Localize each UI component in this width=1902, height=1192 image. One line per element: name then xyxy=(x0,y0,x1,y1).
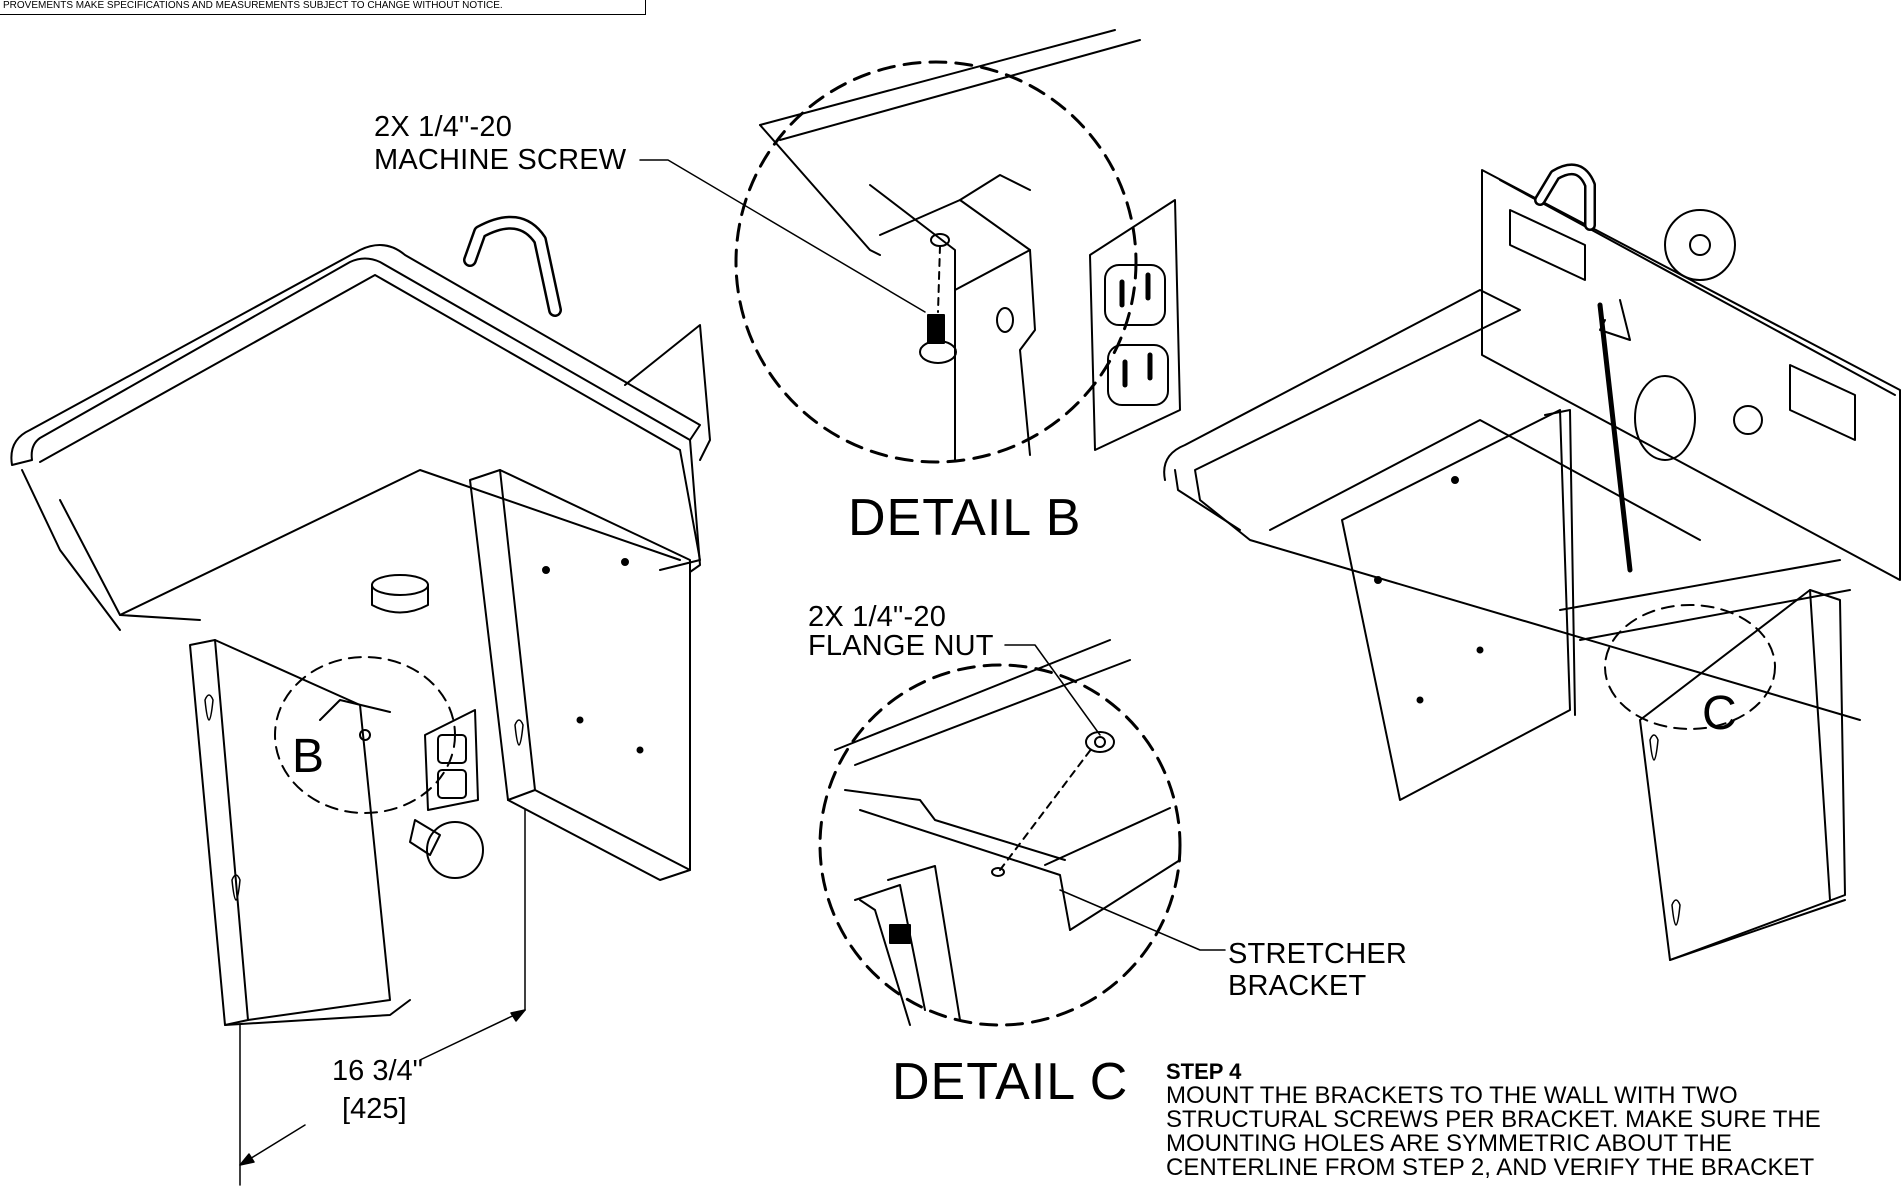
step-line-2: STRUCTURAL SCREWS PER BRACKET. MAKE SURE… xyxy=(1166,1106,1821,1133)
stretcher-bracket-label-2: BRACKET xyxy=(1228,970,1367,1002)
step-line-4: CENTERLINE FROM STEP 2, AND VERIFY THE B… xyxy=(1166,1154,1815,1181)
dimension-lines xyxy=(239,809,526,1186)
detail-b-marker: B xyxy=(292,730,326,783)
machine-screw-qty-label: 2X 1/4"-20 xyxy=(374,111,513,143)
detail-c-title: DETAIL C xyxy=(892,1053,1129,1111)
notice-box: PROVEMENTS MAKE SPECIFICATIONS AND MEASU… xyxy=(0,0,646,15)
detail-c-view xyxy=(818,639,1226,1027)
detail-c-marker: C xyxy=(1702,687,1738,740)
step-title: STEP 4 xyxy=(1166,1059,1242,1084)
dimension-metric: [425] xyxy=(342,1093,407,1125)
dimension-metric-value: 425 xyxy=(350,1093,399,1125)
detail-b-view xyxy=(639,29,1181,464)
left-sink-assembly xyxy=(10,215,711,1026)
stretcher-bracket-label-1: STRETCHER xyxy=(1228,938,1408,970)
detail-b-title: DETAIL B xyxy=(848,489,1082,547)
step-line-3: MOUNTING HOLES ARE SYMMETRIC ABOUT THE xyxy=(1166,1130,1732,1157)
flange-nut-qty-label: 2X 1/4"-20 xyxy=(808,601,947,633)
dimension-imperial: 16 3/4" xyxy=(332,1055,423,1087)
notice-text: PROVEMENTS MAKE SPECIFICATIONS AND MEASU… xyxy=(3,0,503,11)
machine-screw-label: MACHINE SCREW xyxy=(374,144,627,176)
step-instructions: STEP 4 MOUNT THE BRACKETS TO THE WALL WI… xyxy=(1166,1060,1902,1180)
step-line-1: MOUNT THE BRACKETS TO THE WALL WITH TWO xyxy=(1166,1082,1738,1109)
flange-nut-label: FLANGE NUT xyxy=(808,630,994,662)
right-sink-assembly xyxy=(1163,163,1901,961)
